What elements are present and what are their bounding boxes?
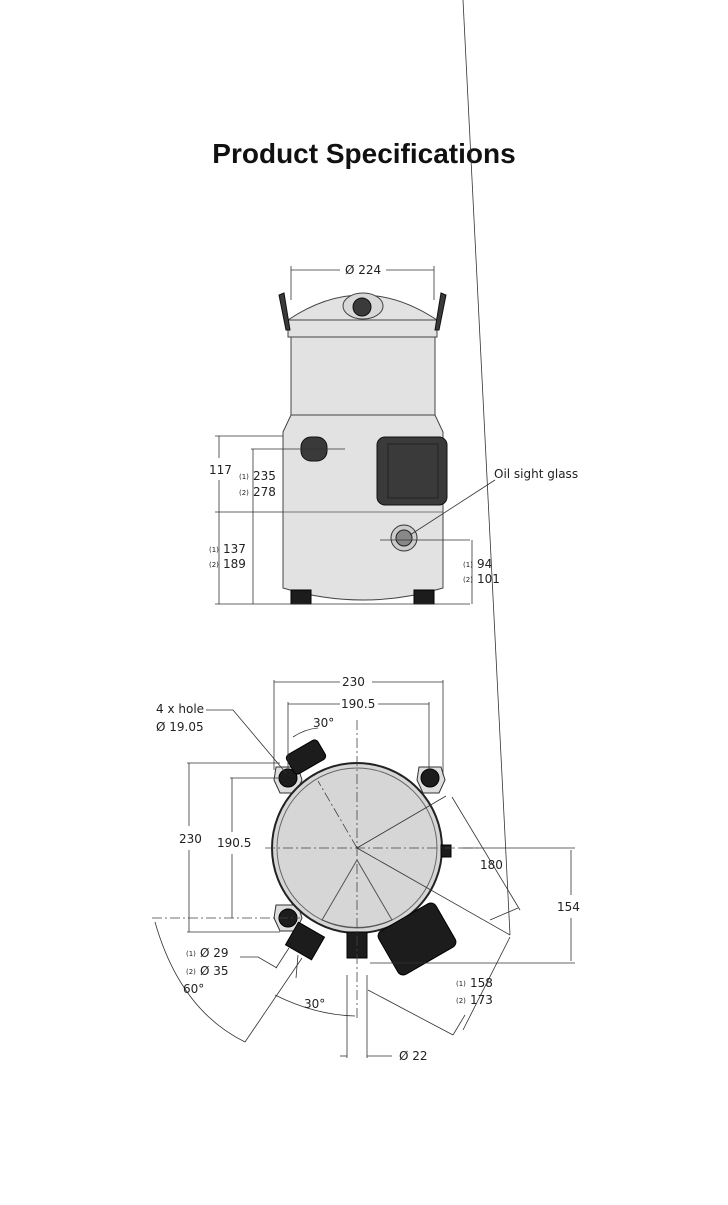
suction-connector — [284, 921, 326, 961]
width-190-label: 190.5 — [341, 697, 375, 711]
note-2: (2) — [186, 968, 196, 976]
side-view: Ø 224 117 (1) 235 (2) 278 (1) 137 (2) 18… — [209, 263, 578, 605]
dim-173-label: 173 — [470, 993, 493, 1007]
lift-hook-left — [278, 292, 291, 331]
discharge-height-2: 189 — [223, 557, 246, 571]
width-230-label: 230 — [342, 675, 365, 689]
note-2: (2) — [239, 489, 249, 497]
pipe-35-label: Ø 35 — [200, 964, 229, 978]
page-title: Product Specifications — [212, 138, 516, 169]
note-2: (2) — [456, 997, 466, 1005]
note-1: (1) — [186, 950, 196, 958]
suction-connector-top — [285, 739, 327, 775]
suction-height-2: 278 — [253, 485, 276, 499]
dim-154-label: 154 — [557, 900, 580, 914]
dim-180-label: 180 — [480, 858, 503, 872]
oil-sight-glass-label: Oil sight glass — [494, 467, 578, 481]
note-2: (2) — [463, 576, 473, 584]
diameter-label: Ø 224 — [345, 263, 381, 277]
discharge-height-1: 137 — [223, 542, 246, 556]
upper-shell — [290, 336, 436, 416]
note-1: (1) — [209, 546, 219, 554]
top-view: 230 190.5 4 x hole Ø 19.05 30° 230 190.5… — [152, 0, 580, 1063]
angle-60-label: 60° — [183, 982, 204, 996]
dim-158-label: 158 — [470, 976, 493, 990]
mounting-hole — [420, 768, 440, 788]
foot-right — [413, 589, 435, 605]
pipe-22-label: Ø 22 — [399, 1049, 428, 1063]
lift-hook-right — [434, 292, 447, 331]
oil-sight-glass — [395, 529, 413, 547]
oil-sight-glass — [440, 844, 452, 858]
height-230-label: 230 — [179, 832, 202, 846]
terminal-box — [376, 436, 448, 506]
height-117-label: 117 — [209, 463, 232, 477]
terminal-box — [377, 902, 457, 976]
note-1: (1) — [239, 473, 249, 481]
height-190-label: 190.5 — [217, 836, 251, 850]
hole-count-label: 4 x hole — [156, 702, 204, 716]
oil-height-2: 101 — [477, 572, 500, 586]
note-2: (2) — [209, 561, 219, 569]
hole-diameter-label: Ø 19.05 — [156, 720, 204, 734]
note-1: (1) — [456, 980, 466, 988]
pipe-29-label: Ø 29 — [200, 946, 229, 960]
foot-left — [290, 589, 312, 605]
suction-height-1: 235 — [253, 469, 276, 483]
discharge-port — [352, 297, 372, 317]
oil-height-1: 94 — [477, 557, 492, 571]
compressor-band — [287, 319, 438, 338]
angle-30-top: 30° — [313, 716, 334, 730]
note-1: (1) — [463, 561, 473, 569]
angle-30-bottom: 30° — [304, 997, 325, 1011]
